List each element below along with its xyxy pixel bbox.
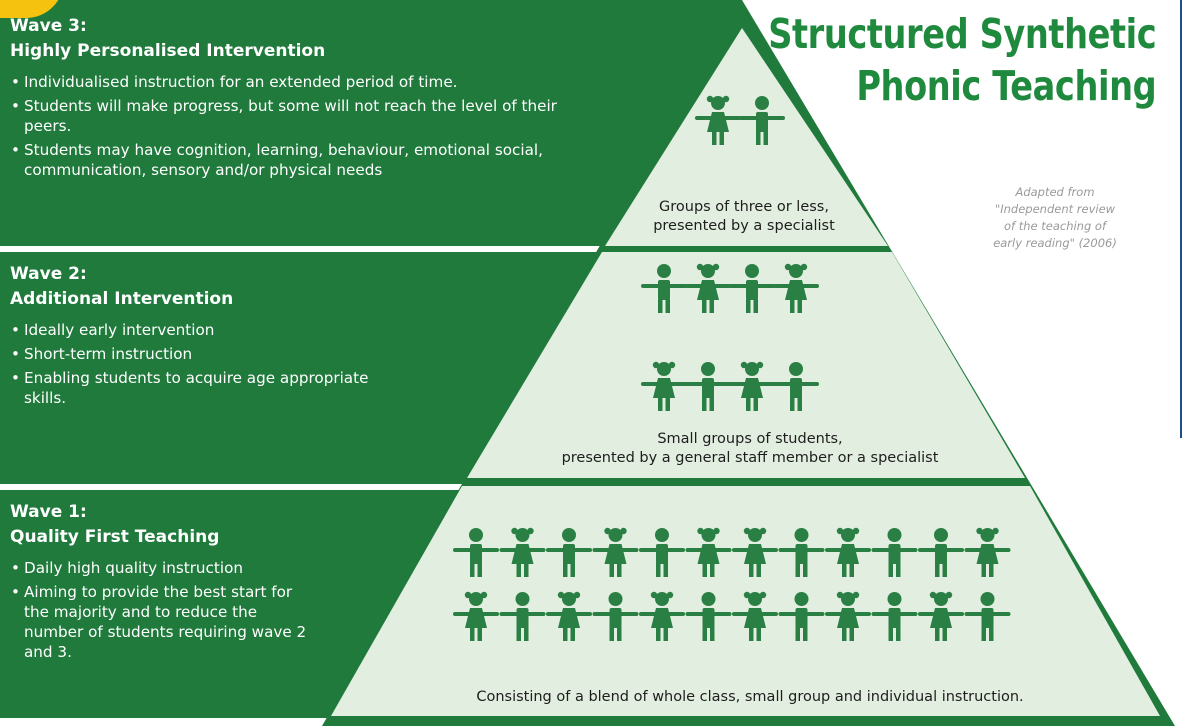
attribution-line-2: "Independent review: [994, 202, 1116, 216]
girl-figure: [499, 527, 546, 577]
girl-figure: [825, 591, 871, 641]
tier-top: [605, 28, 888, 246]
girl-figure: [825, 527, 871, 577]
wave3-description: Wave 3: Highly Personalised Intervention…: [10, 14, 620, 184]
title-line-1: Structured Synthetic: [767, 10, 1157, 58]
wave3-bullets: Individualised instruction for an extend…: [10, 72, 620, 180]
boy-figure: [918, 528, 964, 577]
wave3-caption-line-2: presented by a specialist: [653, 218, 835, 234]
wave3-bullet: Students will make progress, but some wi…: [10, 96, 604, 136]
boy-figure: [964, 592, 1011, 641]
girl-figure: [918, 591, 964, 641]
boy-figure: [778, 592, 825, 641]
boy-figure: [499, 592, 546, 641]
attribution-line-3: of the teaching of: [1003, 219, 1107, 233]
boy-figure: [639, 528, 685, 577]
girl-figure: [685, 263, 731, 313]
boy-figure: [739, 96, 785, 145]
wave2-bullet: Short-term instruction: [10, 344, 410, 364]
wave2-caption: Small groups of students, presented by a…: [490, 430, 1010, 468]
wave3-label: Wave 3:: [10, 16, 87, 36]
boy-figure: [871, 528, 918, 577]
wave2-caption-line-1: Small groups of students,: [657, 431, 843, 447]
boy-figure: [685, 592, 732, 641]
wave1-caption-line-1: Consisting of a blend of whole class, sm…: [476, 689, 1024, 705]
figures-layer: [453, 95, 1011, 641]
wave2-description: Wave 2: Additional Intervention Ideally …: [10, 262, 410, 412]
wave1-label: Wave 1:: [10, 502, 87, 522]
wave1-bullets: Daily high quality instruction Aiming to…: [10, 558, 330, 662]
boy-figure: [773, 362, 819, 411]
wave3-caption-line-1: Groups of three or less,: [659, 199, 829, 215]
wave3-bullet: Students may have cognition, learning, b…: [10, 140, 634, 180]
title-line-2: Phonic Teaching: [856, 62, 1156, 110]
wave3-caption: Groups of three or less, presented by a …: [612, 198, 876, 236]
attribution-line-1: Adapted from: [1015, 185, 1095, 199]
girl-figure: [732, 591, 778, 641]
attribution-line-4: early reading" (2006): [993, 236, 1117, 250]
tier-bottom: [331, 486, 1160, 716]
boy-figure: [729, 264, 775, 313]
boy-figure: [871, 592, 918, 641]
wave2-caption-line-2: presented by a general staff member or a…: [561, 450, 939, 466]
girl-figure: [641, 361, 687, 411]
boy-figure: [592, 592, 639, 641]
girl-figure: [685, 527, 732, 577]
wave3-bullet: Individualised instruction for an extend…: [10, 72, 620, 92]
wave3-heading: Highly Personalised Intervention: [10, 41, 326, 61]
wave2-label: Wave 2:: [10, 264, 87, 284]
boy-figure: [546, 528, 592, 577]
girl-figure: [773, 263, 819, 313]
wave1-caption: Consisting of a blend of whole class, sm…: [380, 688, 1120, 707]
girl-figure: [639, 591, 685, 641]
wave2-heading: Additional Intervention: [10, 289, 234, 309]
attribution: Adapted from "Independent review of the …: [930, 184, 1180, 252]
boy-figure: [453, 528, 499, 577]
girl-figure: [964, 527, 1011, 577]
wave1-bullet: Aiming to provide the best start for the…: [10, 582, 309, 662]
boy-figure: [778, 528, 825, 577]
wave2-bullets: Ideally early intervention Short-term in…: [10, 320, 410, 408]
girl-figure: [453, 591, 499, 641]
girl-figure: [695, 95, 741, 145]
girl-figure: [732, 527, 778, 577]
wave1-description: Wave 1: Quality First Teaching Daily hig…: [10, 500, 330, 666]
wave2-bullet: Ideally early intervention: [10, 320, 410, 340]
girl-figure: [729, 361, 775, 411]
page-title: Structured Synthetic Phonic Teaching: [767, 8, 1157, 112]
edge-line: [1180, 0, 1182, 438]
wave1-bullet: Daily high quality instruction: [10, 558, 330, 578]
girl-figure: [592, 527, 639, 577]
boy-figure: [641, 264, 687, 313]
wave2-bullet: Enabling students to acquire age appropr…: [10, 368, 404, 408]
girl-figure: [546, 591, 592, 641]
wave1-heading: Quality First Teaching: [10, 527, 220, 547]
boy-figure: [685, 362, 731, 411]
